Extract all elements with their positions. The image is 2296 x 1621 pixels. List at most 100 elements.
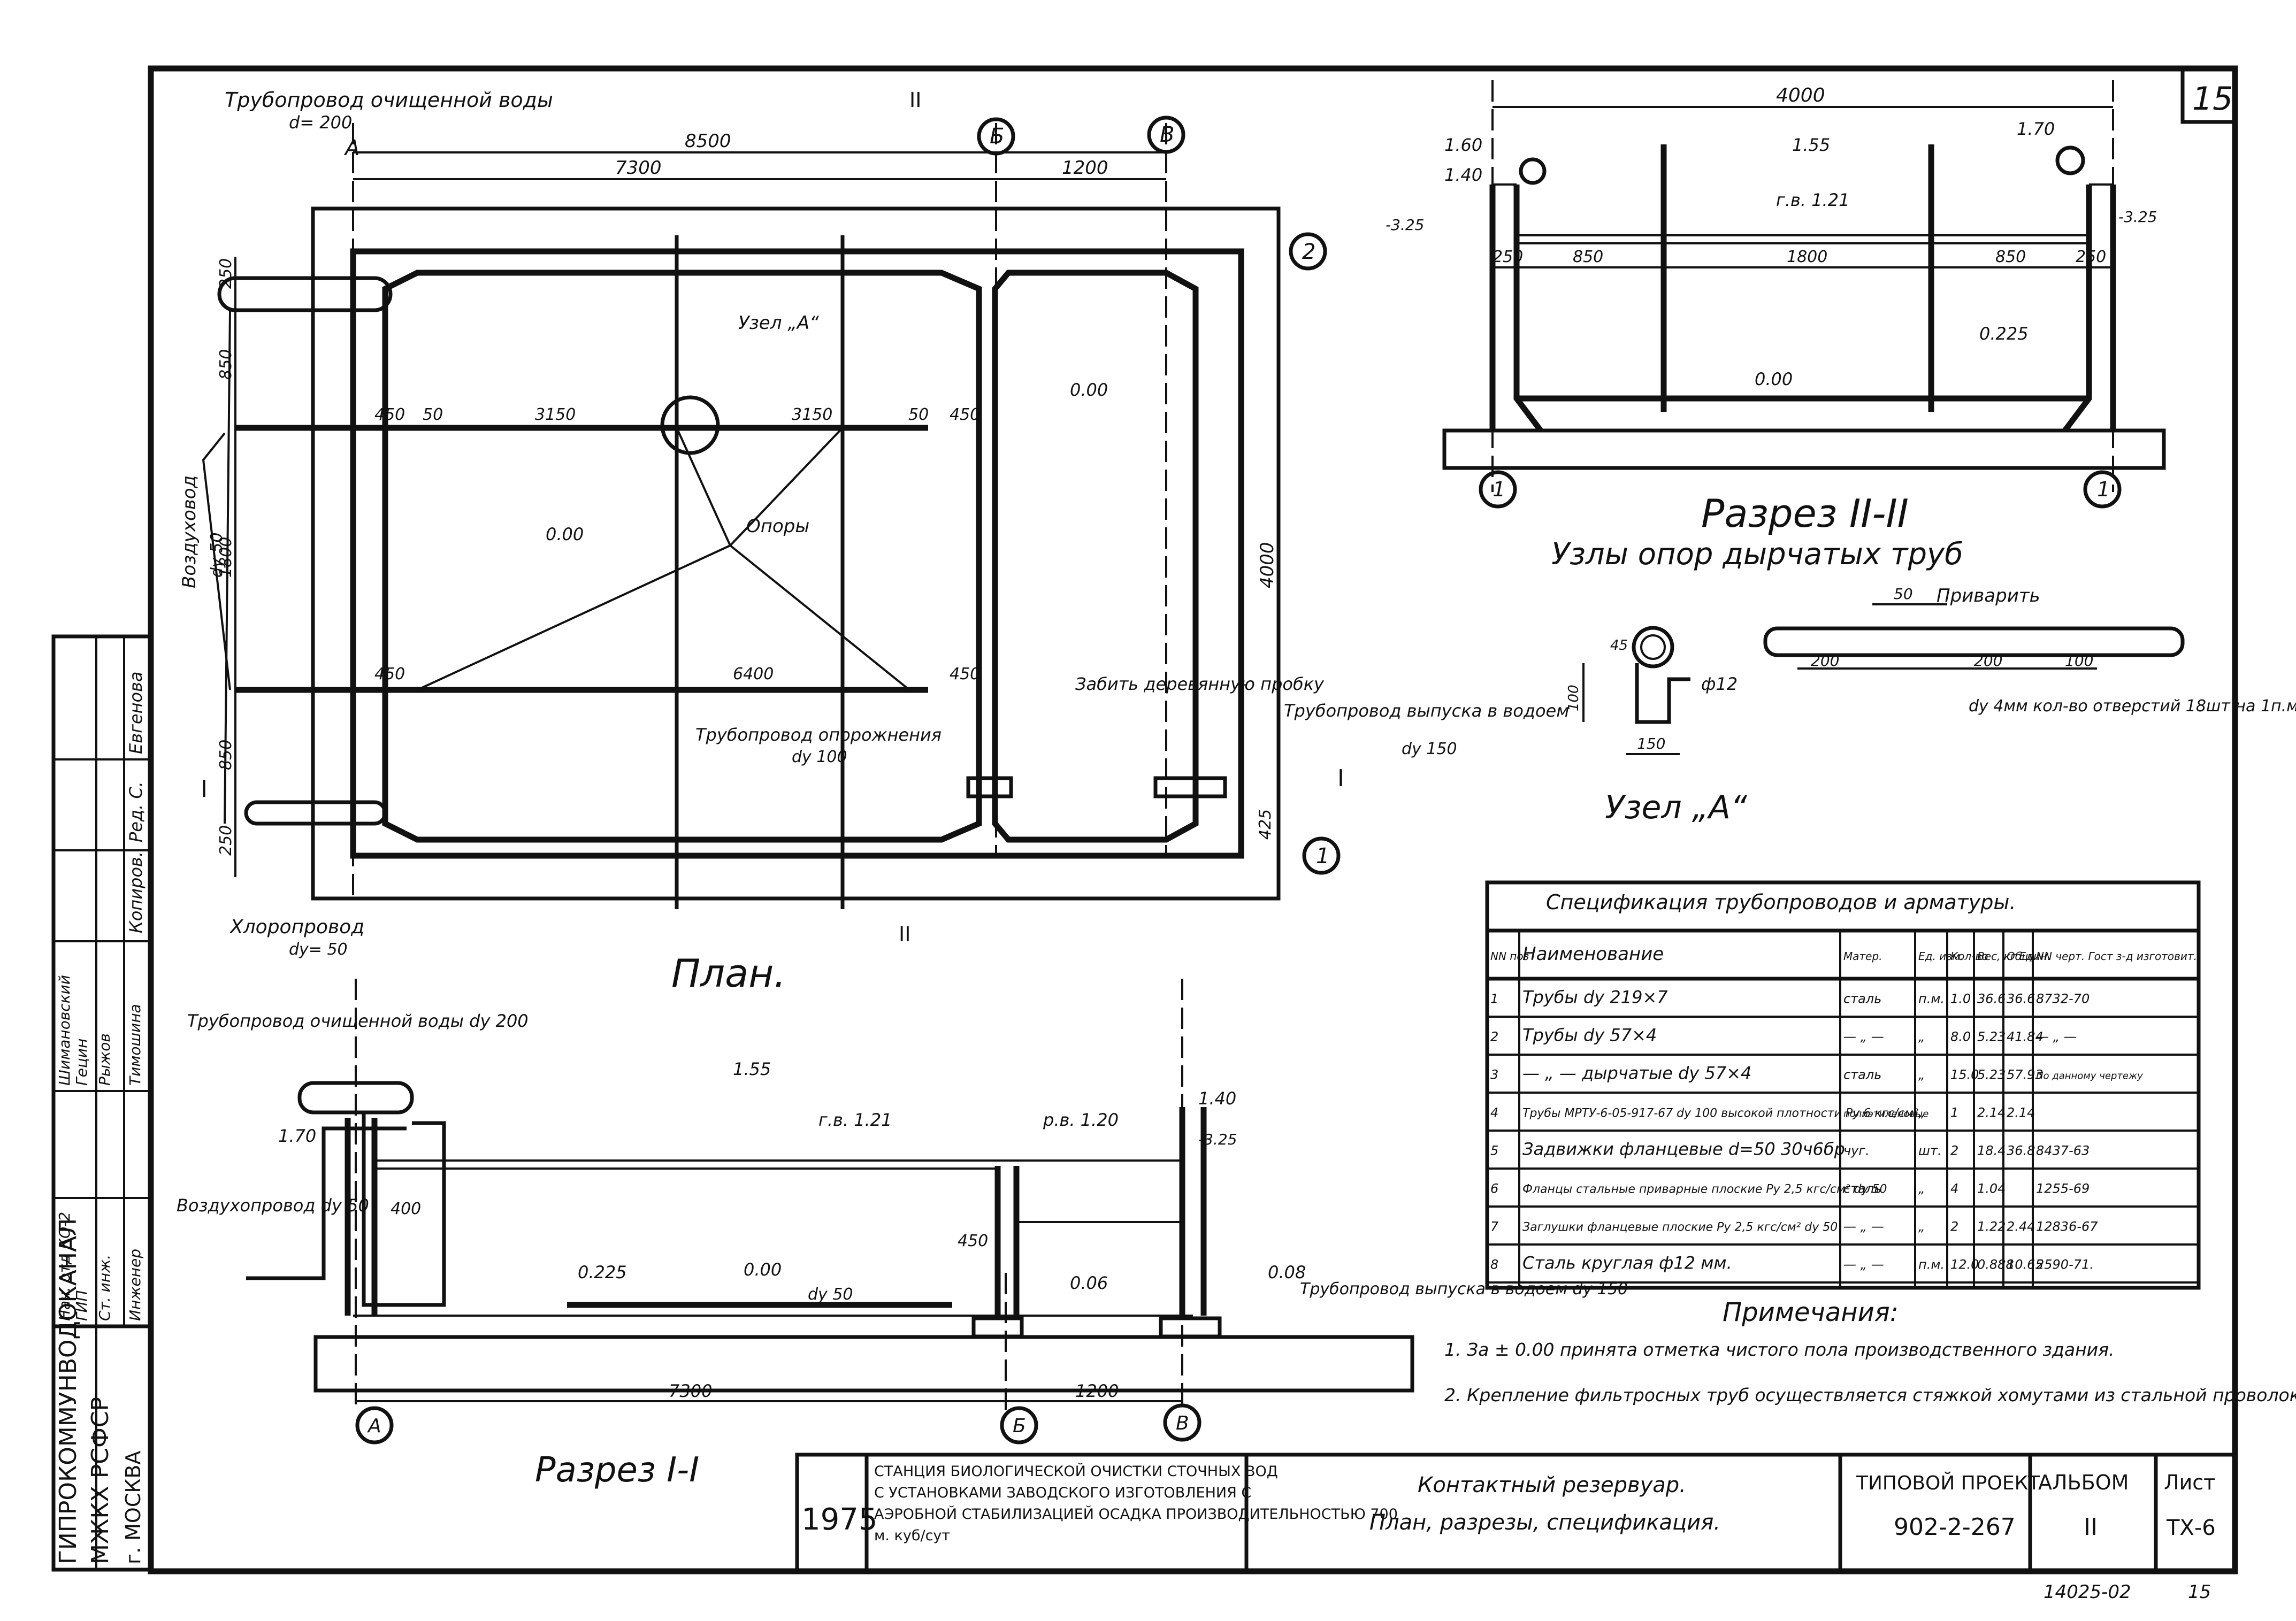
tb-project-desc-4: м. куб/сут [874, 1527, 950, 1544]
section-ii-slab [1442, 428, 2166, 470]
node-a-dim-50: 50 [1894, 585, 1913, 603]
section-ii-level-ground-right: -3.25 [2118, 208, 2157, 226]
spec-cell: 57.93 [2007, 1067, 2044, 1082]
tb-footer-sheet: 15 [2188, 1581, 2211, 1603]
spec-cell: 1 [1950, 1105, 1958, 1120]
spec-header-cell: Вес, кг Един. [1977, 950, 2051, 963]
spec-cell: 1.04 [1977, 1181, 2006, 1196]
spec-cell: 5.23 [1977, 1030, 2006, 1044]
title-block: 1975 СТАНЦИЯ БИОЛОГИЧЕСКОЙ ОЧИСТКИ СТОЧН… [795, 1453, 2237, 1603]
label-air-pipe-d: dу 50 [208, 532, 226, 578]
section-mark-i-right: I [1337, 765, 1344, 792]
node-a-caption: Узел „А“ [1605, 789, 1748, 826]
tb-sheet-label: Лист [2164, 1471, 2215, 1494]
spec-cell: 41.84 [2007, 1030, 2044, 1044]
level-000-b: 0.00 [1070, 380, 1108, 400]
section-ii-level-160: 1.60 [1444, 135, 1482, 155]
spec-cell: полиэтиленовые [1843, 1109, 1928, 1120]
label-node-a: Узел „А“ [738, 312, 819, 334]
side-stamp: Евгенова Ред. С. Копиров. Нач. отд КО-2 … [51, 634, 153, 1572]
dim-450-b: 450 [950, 405, 980, 424]
spec-header-cell: Наименование [1522, 943, 1664, 965]
spec-cell: 8.0 [1950, 1030, 1971, 1044]
notes-title: Примечания: [1723, 1297, 1899, 1327]
section-ii-level-gv: г.в. 1.21 [1776, 190, 1849, 210]
stamp-name-3: Рыжов [96, 1033, 113, 1086]
section-i-axis-a: А [367, 1415, 381, 1437]
section-i-view: Разрез I-I Трубопровод очищенной воды dу… [177, 979, 1628, 1490]
spec-cell: „ [1918, 1067, 1925, 1082]
spec-cell: 1.22 [1977, 1219, 2006, 1234]
section-i-level-0225: 0.225 [578, 1262, 627, 1282]
node-a-weld: Приварить [1937, 585, 2040, 606]
spec-cell: — „ — [1843, 1030, 1884, 1044]
spec-cell: „ [1918, 1030, 1925, 1044]
plan-axis-2: 2 [1302, 240, 1315, 264]
label-clean-water-d: d= 200 [289, 112, 352, 133]
spec-cell: 2590-71. [2036, 1257, 2094, 1272]
dim-250-top: 250 [217, 258, 235, 289]
dim-850-top: 850 [217, 349, 235, 380]
spec-cell: 2.44 [2007, 1219, 2035, 1234]
section-i-axis-b: Б [1013, 1415, 1026, 1437]
stamp-org-2: МЖКХ РСФСР [87, 1397, 114, 1564]
plan-view: План. А Б В 2 1 II II I I 8500 7300 1200… [179, 88, 1569, 996]
spec-cell: 1.0 [1950, 992, 1971, 1007]
spec-cell: 2 [1950, 1219, 1958, 1234]
spec-cell: сталь [1843, 1181, 1881, 1196]
stamp-name-1: Шимановский [56, 975, 73, 1086]
dim-450-c: 450 [374, 665, 405, 683]
axis-1-bubble [1302, 836, 1341, 875]
dim-450-a: 450 [374, 405, 405, 424]
axis-2-bubble [1289, 232, 1327, 271]
spec-cell: „ [1918, 1219, 1925, 1234]
section-i-dim-dy50: dу 50 [808, 1285, 853, 1304]
label-chlorine-d: dу= 50 [289, 940, 348, 959]
section-ii-level-170: 1.70 [2017, 119, 2055, 139]
section-mark-i-left: I [201, 775, 208, 803]
section-ii-level-ground-left: -3.25 [1386, 216, 1424, 234]
section-ii-level-140: 1.40 [1444, 165, 1482, 185]
section-ii-title: Разрез II-II [1701, 491, 1909, 536]
note-1: 1. За ± 0.00 принята отметка чистого пол… [1444, 1339, 2114, 1360]
dim-425: 425 [1256, 809, 1275, 840]
spec-header-cell: Ед. изм. [1918, 950, 1963, 963]
section-mark-ii-bottom: II [899, 923, 910, 946]
section-ii-level-0225: 0.225 [1979, 324, 2029, 344]
spec-cell: 2 [1950, 1143, 1958, 1158]
section-i-dim-7300: 7300 [669, 1381, 712, 1401]
spec-cell: „ [1918, 1105, 1925, 1120]
section-i-level-gv: г.в. 1.21 [818, 1110, 892, 1130]
spec-cell: Фланцы стальные приварные плоские Ру 2,5… [1522, 1183, 1887, 1196]
stamp-check-2: Ред. С. [126, 781, 146, 842]
node-a-dim-100-v: 100 [1566, 685, 1582, 711]
spec-cell: — „ — [2036, 1030, 2077, 1044]
sheet-number-box [2180, 66, 2237, 124]
plan-title: План. [671, 951, 786, 996]
dim-50-b: 50 [908, 405, 929, 424]
spec-cell: 36.8 [2007, 1143, 2035, 1158]
axis-v-bubble [1147, 116, 1185, 154]
section-i-axis-v-bubble [1163, 1403, 1201, 1442]
stamp-role-1: Нач. отд КО-2 [56, 1212, 73, 1321]
section-ii-dim-850-a: 850 [1573, 248, 1603, 266]
section-i-riser [362, 1112, 446, 1307]
spec-cell: Трубы dу 219×7 [1522, 987, 1668, 1008]
node-a-dim-100: 100 [2065, 652, 2093, 670]
spec-table: Спецификация трубопроводов и арматуры. N… [1485, 880, 2201, 1290]
dim-7300: 7300 [615, 157, 662, 179]
spec-header-cell: NN поз [1490, 950, 1529, 963]
outlet-pipe [1153, 776, 1227, 798]
spec-cell: 36.6 [1977, 992, 2006, 1007]
dim-3150-a: 3150 [535, 405, 576, 424]
node-a-circle [660, 395, 720, 455]
label-supports: Опоры [746, 516, 809, 537]
dim-450-d: 450 [950, 665, 980, 683]
spec-cell: 1 [1490, 992, 1498, 1007]
dim-1200: 1200 [1062, 157, 1108, 179]
tb-drawing-sub: План, разрезы, спецификация. [1369, 1510, 1720, 1535]
section-i-dim-400: 400 [391, 1200, 421, 1218]
spec-cell: 2.14 [2007, 1105, 2035, 1120]
section-mark-ii-top: II [909, 88, 921, 112]
